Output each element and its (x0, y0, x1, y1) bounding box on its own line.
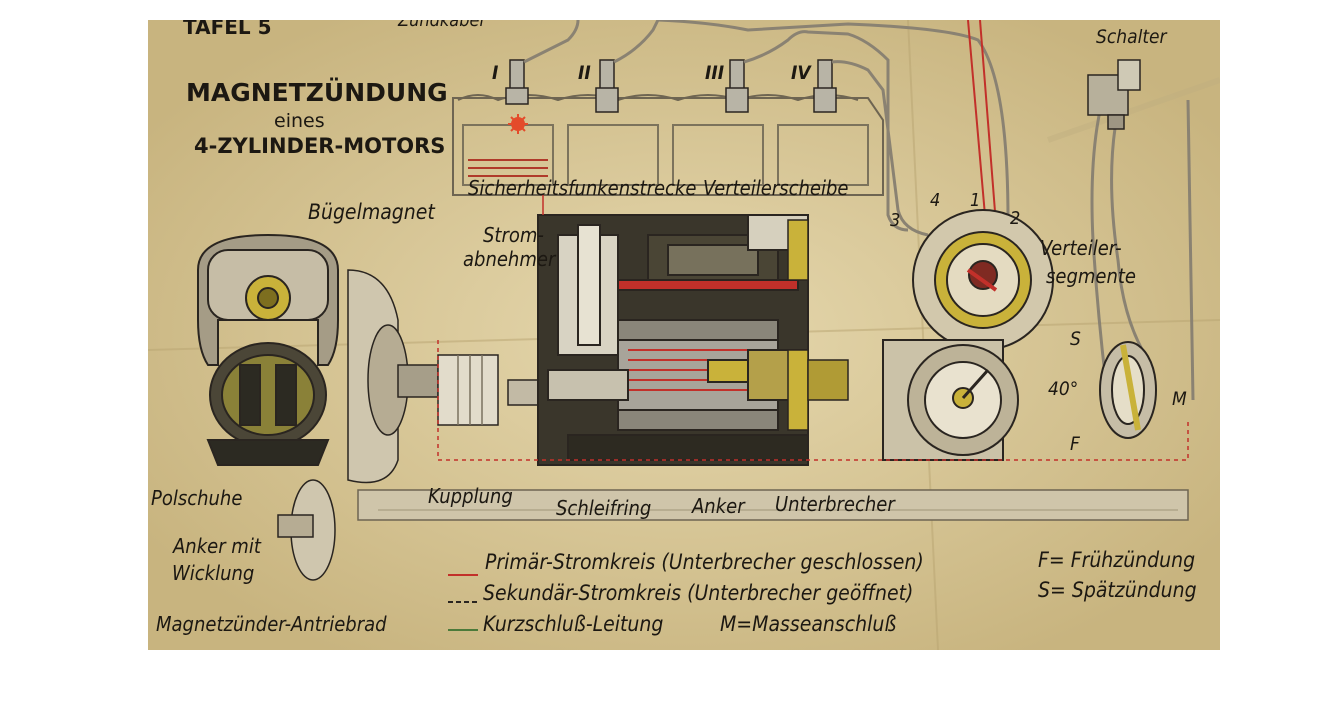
retard-mark: S (1070, 328, 1081, 350)
poster-subtitle-1: eines (274, 110, 325, 132)
drive-wheel (277, 479, 336, 581)
armature-label: Anker (692, 494, 745, 518)
distributor-disc-label: Verteilerscheibe (703, 176, 849, 200)
pickup-label-2: abnehmer (463, 247, 556, 271)
spark-plug-3 (725, 59, 749, 113)
legend-late-ignition: S= Spätzündung (1038, 578, 1197, 602)
cylinder-label-2: II (578, 62, 591, 84)
magneto-ignition-poster: TAFEL 5 Zündkabel MAGNETZÜNDUNG eines 4-… (148, 20, 1220, 650)
cylinder-label-3: III (705, 62, 725, 84)
spark-plug-1 (505, 59, 529, 105)
segment-number-3: 3 (890, 210, 901, 231)
coupling-label: Kupplung (428, 484, 513, 508)
interrupter-label: Unterbrecher (775, 492, 895, 516)
switch-label: Schalter (1096, 26, 1167, 48)
legend-short-circuit-line: Kurzschluß-Leitung (483, 612, 664, 636)
poster-title: MAGNETZÜNDUNG (186, 78, 448, 107)
distributor-segments-label-2: segmente (1046, 264, 1137, 288)
legend-ground-connection: M=Masseanschluß (720, 612, 897, 636)
poster-subtitle-2: 4-ZYLINDER-MOTORS (194, 134, 446, 158)
cylinder-label-4: IV (791, 62, 811, 84)
armature-winding-label-1: Anker mit (173, 534, 261, 558)
magneto-body (537, 214, 809, 466)
spark-plug-2 (595, 59, 619, 113)
switch (1087, 59, 1141, 130)
coupling (347, 269, 559, 484)
advance-mark: F (1070, 433, 1080, 455)
legend-secondary-circuit: Sekundär-Stromkreis (Unterbrecher geöffn… (483, 581, 914, 605)
legend-early-ignition: F= Frühzündung (1038, 548, 1196, 572)
slip-ring-label: Schleifring (556, 496, 652, 520)
cable-label-partial: Zündkabel (398, 20, 484, 31)
diagram-artwork (148, 20, 1220, 650)
ground-mark: M (1172, 388, 1187, 410)
spark-plug-4 (813, 59, 837, 113)
horseshoe-magnet (197, 233, 339, 466)
legend-primary-circuit: Primär-Stromkreis (Unterbrecher geschlos… (485, 550, 924, 574)
armature-winding-label-2: Wicklung (172, 561, 255, 585)
safety-spark-gap-label: Sicherheitsfunkenstrecke (468, 176, 697, 200)
gear-train (787, 219, 849, 431)
distributor-segments-label-1: Verteiler- (1040, 236, 1122, 260)
horseshoe-magnet-label: Bügelmagnet (308, 200, 435, 224)
drive-wheel-label: Magnetzünder-Antriebrad (156, 612, 387, 636)
angle-mark: 40° (1048, 378, 1079, 400)
distributor-disc (912, 209, 1054, 351)
segment-number-4: 4 (930, 190, 941, 211)
pickup-label-1: Strom- (483, 223, 544, 247)
plate-number: TAFEL 5 (183, 20, 272, 39)
segment-number-2: 2 (1010, 208, 1021, 229)
advance-lever (1099, 341, 1157, 439)
interrupter (882, 339, 1019, 461)
segment-number-1: 1 (970, 190, 981, 211)
pole-shoes-label: Polschuhe (151, 486, 243, 510)
cylinder-label-1: I (492, 62, 499, 84)
